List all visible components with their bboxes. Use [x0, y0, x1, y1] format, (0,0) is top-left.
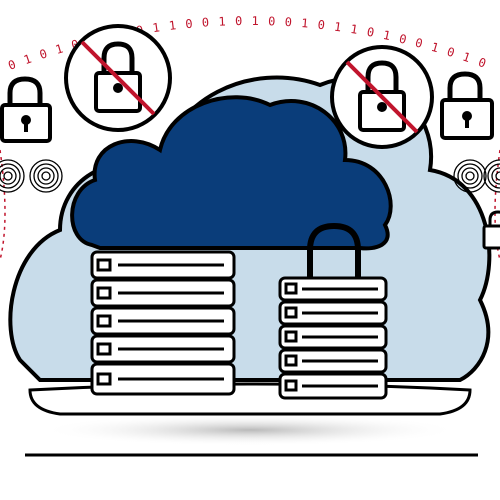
left-binary-dash [0, 149, 6, 261]
padlock-icon [482, 210, 500, 250]
server-stack-icon [90, 250, 236, 396]
cloud-icon [70, 95, 393, 251]
server-unit [90, 250, 236, 280]
padlock-icon [0, 76, 52, 143]
ground-shadow [40, 414, 460, 446]
padlock-icon [440, 71, 494, 140]
server-unit [90, 306, 236, 336]
server-unit [278, 300, 388, 326]
server-unit [278, 324, 388, 350]
locked-server-icon [278, 222, 388, 400]
server-unit [90, 334, 236, 364]
server-unit [90, 362, 236, 396]
fingerprint-icon [453, 159, 487, 193]
fingerprint-icon [0, 159, 25, 193]
fingerprint-icon [29, 159, 63, 193]
server-unit [278, 372, 388, 400]
fingerprint-icon [483, 159, 500, 193]
blocked-padlock-icon [330, 45, 434, 149]
server-unit [90, 278, 236, 308]
server-unit [278, 348, 388, 374]
blocked-padlock-icon [64, 24, 172, 132]
server-unit [278, 276, 388, 302]
